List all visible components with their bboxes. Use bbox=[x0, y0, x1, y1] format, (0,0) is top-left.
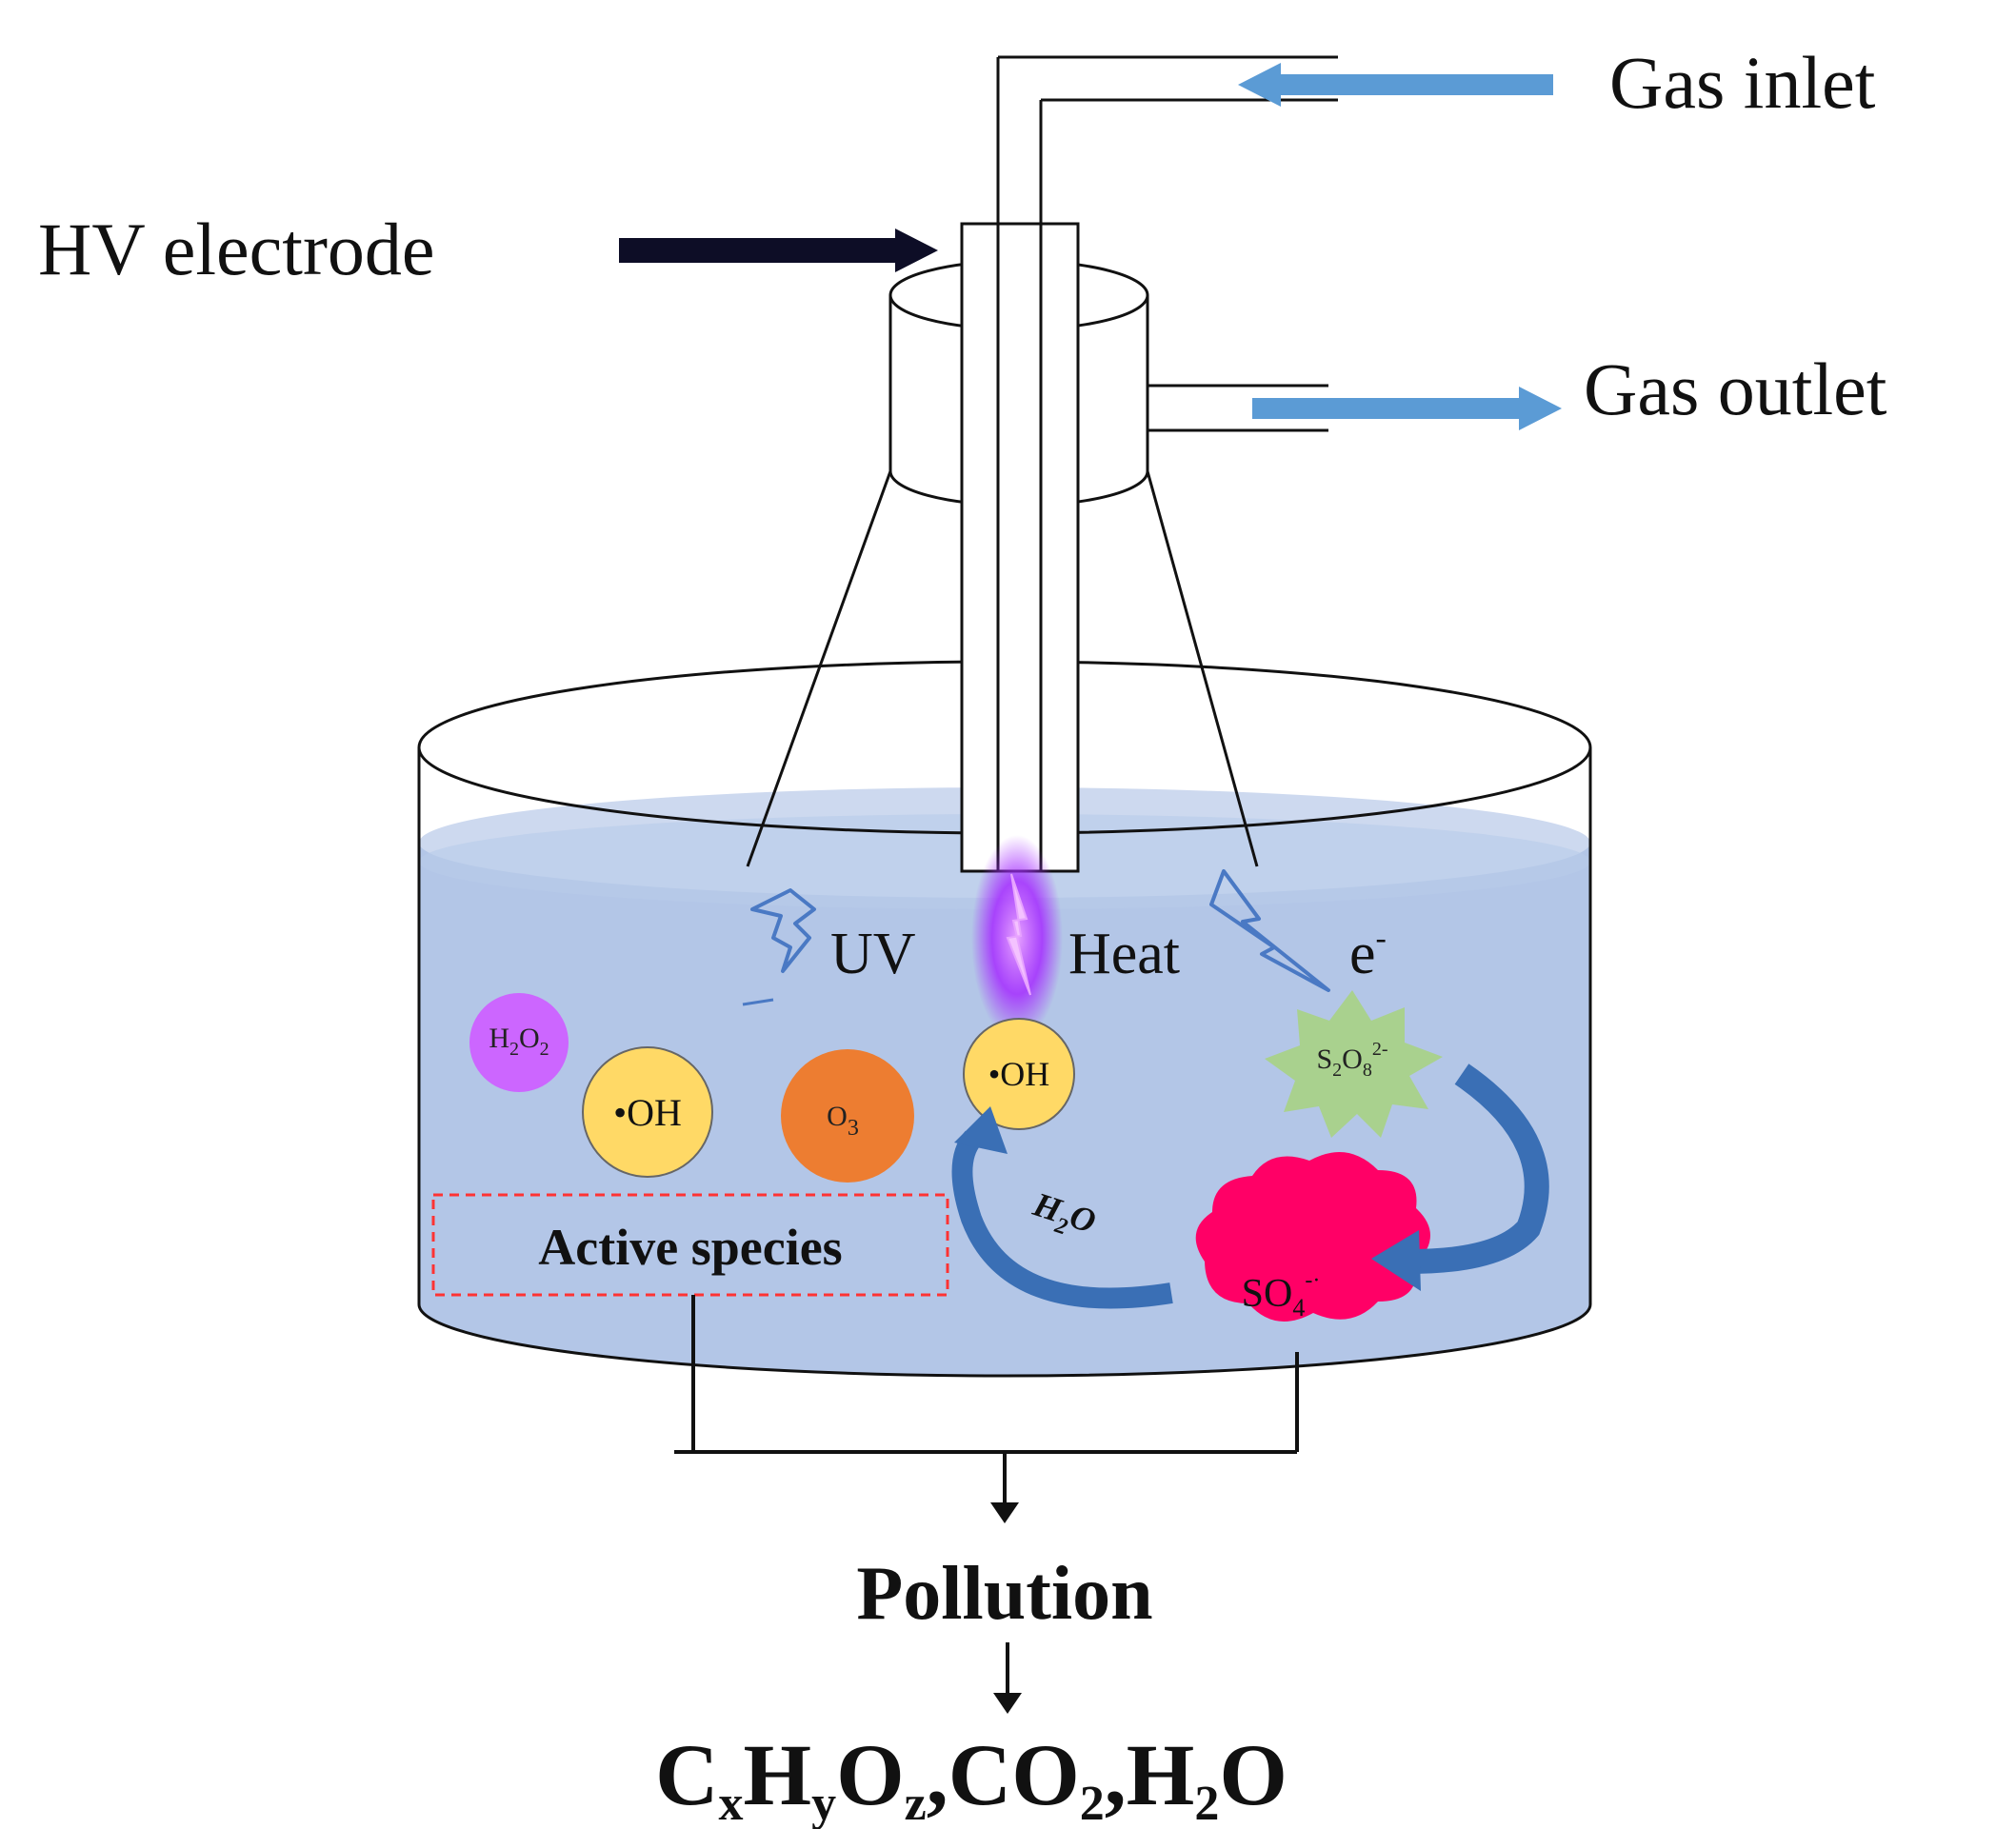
svg-text:•OH: •OH bbox=[613, 1091, 682, 1134]
gas-inlet-label: Gas inlet bbox=[1609, 41, 1876, 124]
uv-label: UV bbox=[830, 922, 916, 986]
heat-label: Heat bbox=[1068, 922, 1180, 986]
svg-text:•OH: •OH bbox=[988, 1055, 1050, 1093]
uv-bolt-icon bbox=[750, 888, 816, 973]
persulfate-to-sulfate-arrow bbox=[1371, 1064, 1549, 1291]
ozone-species: O3 bbox=[781, 1049, 914, 1183]
svg-text:H2O2: H2O2 bbox=[489, 1023, 549, 1060]
svg-text:O3: O3 bbox=[827, 1101, 859, 1141]
pollution-label: Pollution bbox=[856, 1552, 1152, 1636]
down-arrow-to-products bbox=[993, 1693, 1022, 1714]
hv-electrode bbox=[960, 55, 1338, 873]
electron-bolt-icon bbox=[1209, 869, 1330, 992]
gas-outlet-label: Gas outlet bbox=[1584, 348, 1887, 430]
plasma-discharge bbox=[971, 835, 1063, 1041]
gas-outlet-arrow bbox=[1252, 387, 1562, 430]
sulfate-radical-species: SO4-· bbox=[1195, 1152, 1430, 1322]
hv-electrode-arrow bbox=[619, 229, 938, 272]
sulfate-to-hydroxyl-arrow bbox=[951, 1106, 1173, 1309]
hv-electrode-label: HV electrode bbox=[38, 208, 435, 290]
electron-label: e- bbox=[1349, 921, 1387, 986]
products-label: CxHyOz,CO2,H2O bbox=[655, 1726, 1287, 1829]
svg-text:S2O82-: S2O82- bbox=[1316, 1039, 1387, 1081]
active-species-label: Active species bbox=[538, 1219, 842, 1276]
svg-text:SO4-·: SO4-· bbox=[1242, 1268, 1321, 1322]
gas-inlet-arrow bbox=[1238, 63, 1553, 107]
hydroxyl-radical-center: •OH bbox=[963, 1018, 1075, 1130]
plasma-bolt-icon bbox=[1006, 873, 1031, 996]
output-connector bbox=[674, 1295, 1299, 1509]
h2o2-species: H2O2 bbox=[469, 993, 569, 1092]
hydroxyl-radical-left: •OH bbox=[582, 1046, 713, 1178]
down-arrow-to-pollution bbox=[990, 1502, 1019, 1523]
persulfate-species: S2O82- bbox=[1265, 990, 1443, 1138]
